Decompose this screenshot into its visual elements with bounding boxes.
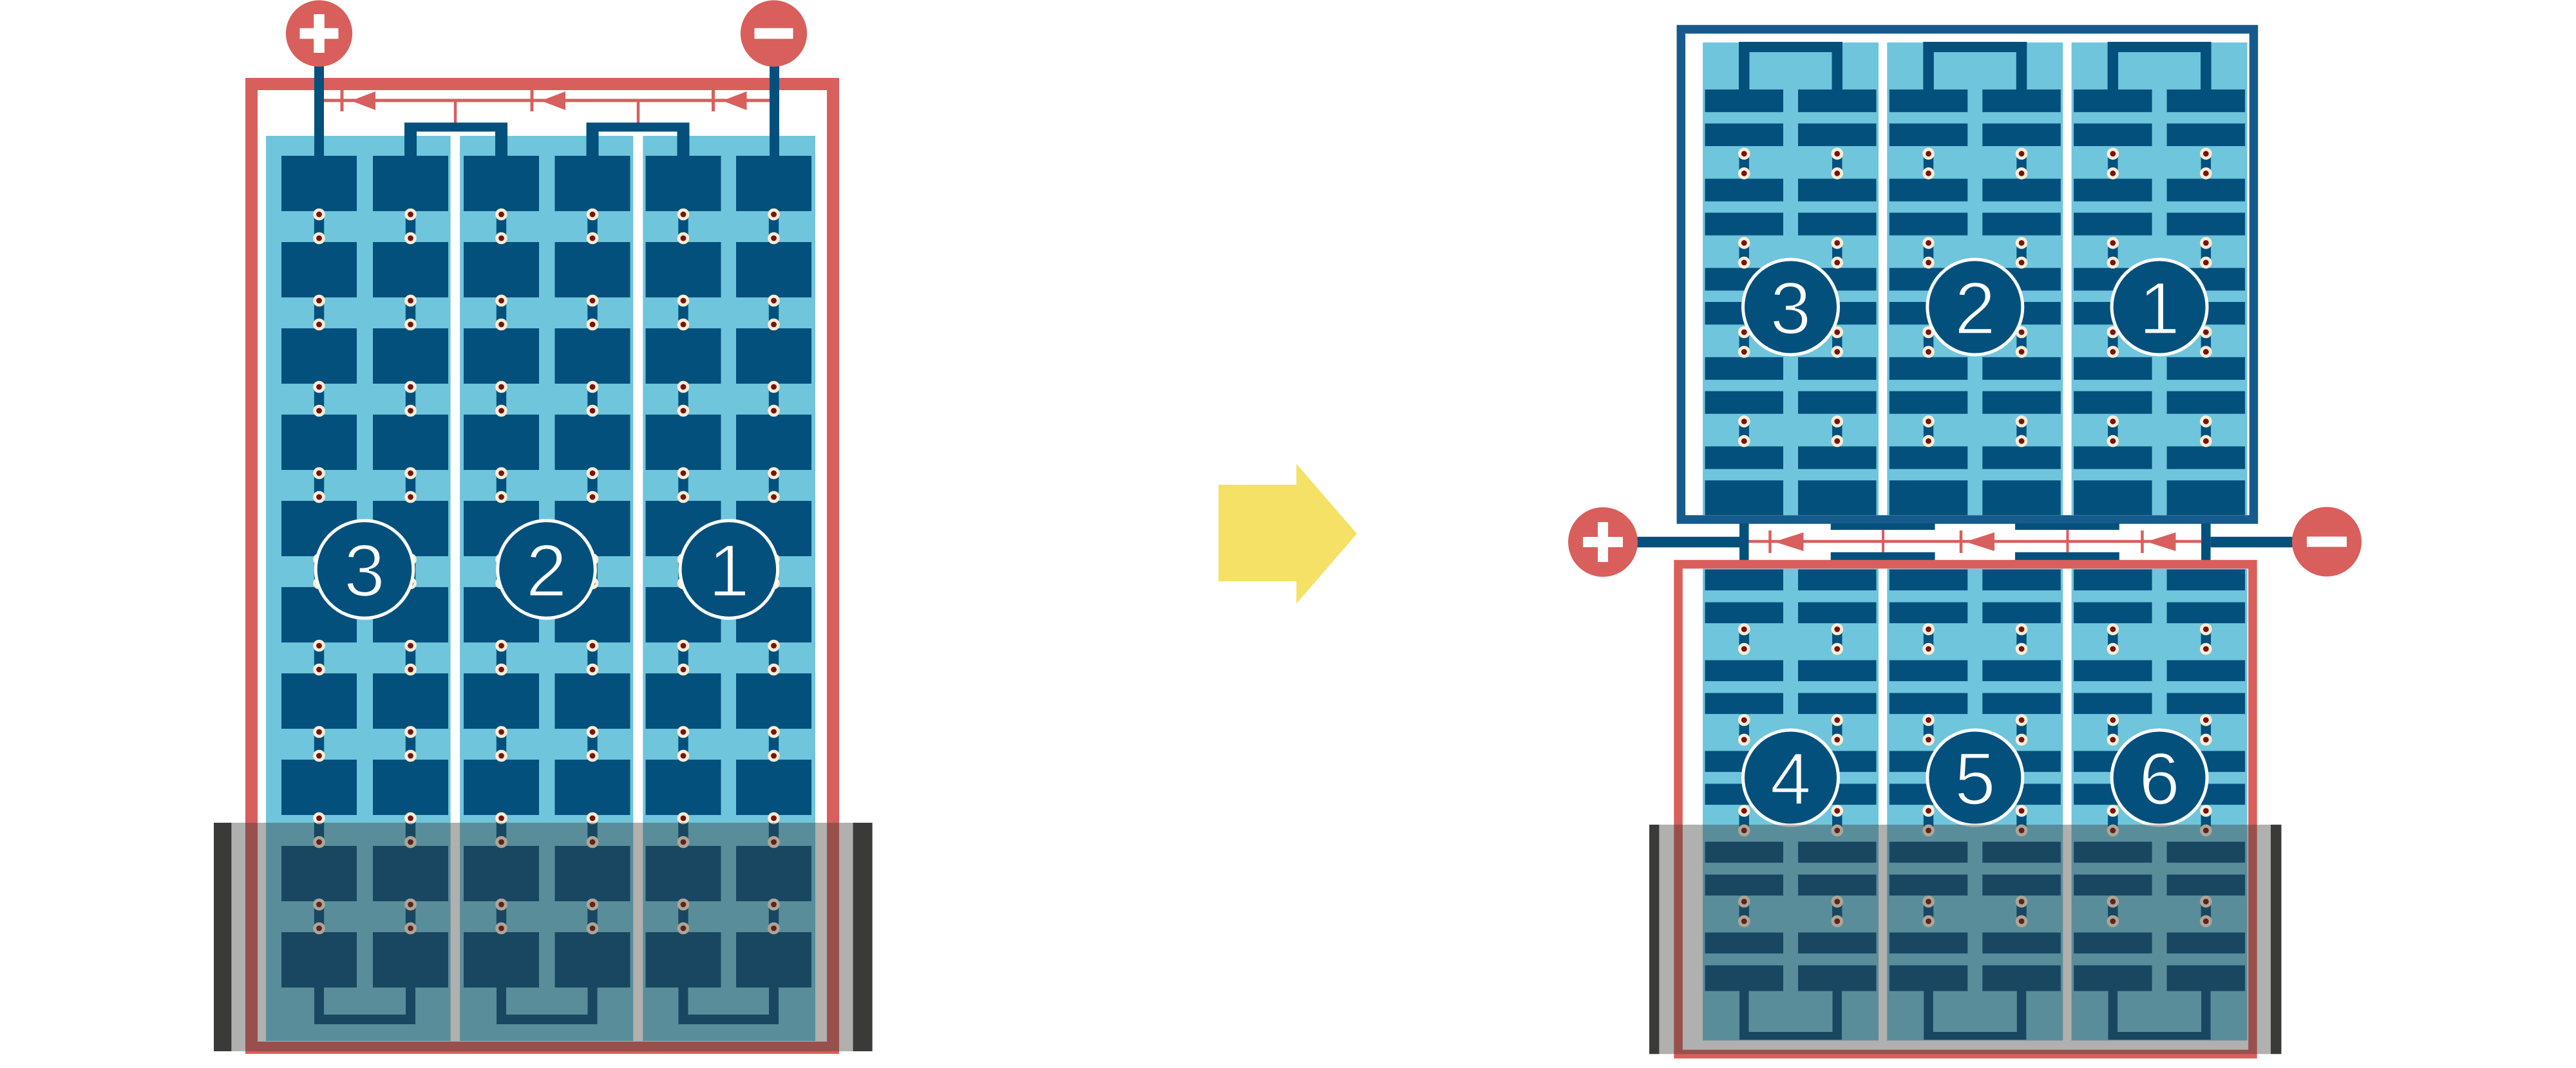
svg-text:3: 3 [1770,268,1812,350]
svg-text:1: 1 [708,530,750,612]
svg-text:6: 6 [2139,738,2180,821]
svg-text:2: 2 [526,530,567,612]
svg-text:4: 4 [1770,738,1812,821]
svg-text:3: 3 [344,530,385,612]
svg-text:5: 5 [1955,738,1996,821]
svg-text:1: 1 [2139,268,2180,350]
svg-text:2: 2 [1955,268,1996,350]
